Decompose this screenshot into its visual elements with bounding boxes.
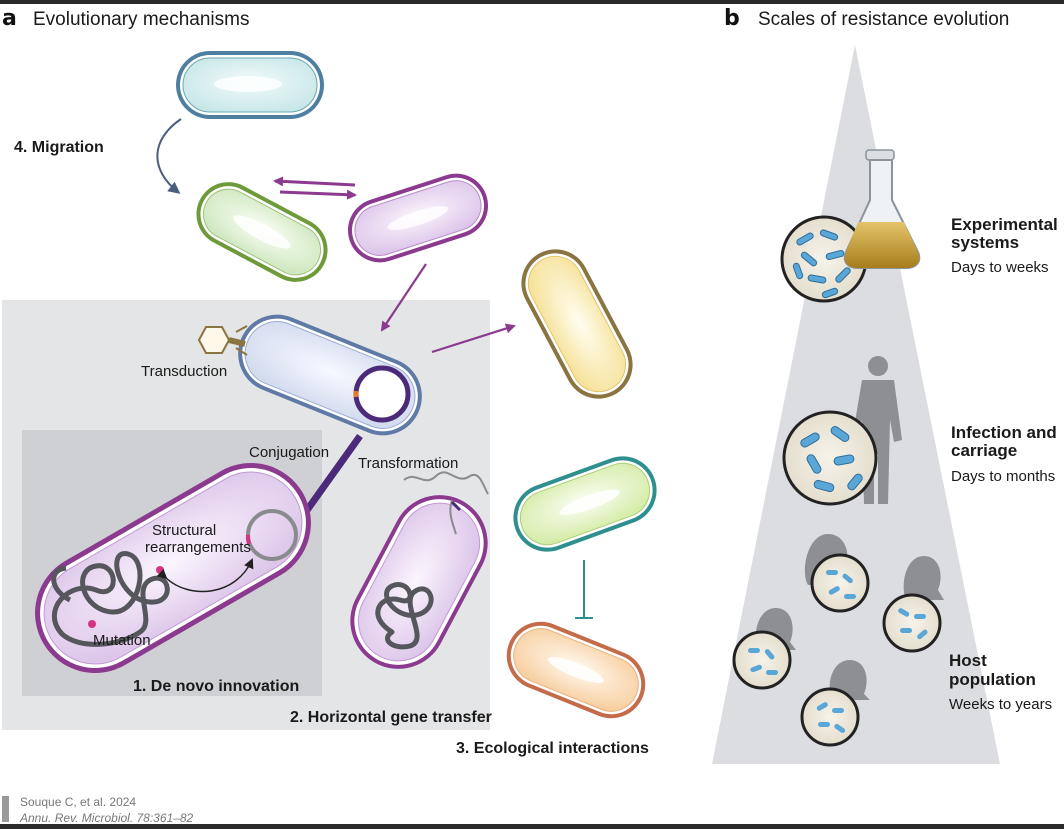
label-ecological: 3. Ecological interactions [456, 740, 649, 757]
conjugation-pilus [297, 433, 363, 523]
head-icon [903, 556, 944, 600]
scale-1-duration: Days to weeks [951, 259, 1049, 276]
label-de-novo: 1. De novo innovation [133, 678, 299, 695]
bottom-border [0, 824, 1064, 829]
bacterium-lime [513, 456, 657, 552]
population-dish [732, 630, 792, 690]
population-dishes [732, 553, 942, 747]
bacterium-teal [176, 51, 324, 119]
scale-1-heading-2: systems [951, 233, 1019, 252]
label-structural-2: rearrangements [145, 539, 251, 556]
label-transduction: Transduction [141, 363, 227, 380]
experimental-dish [780, 215, 868, 303]
panel-b-title: Scales of resistance evolution [758, 9, 1009, 30]
scale-3-heading-1: Host [949, 651, 987, 670]
bacterium-orange [506, 621, 646, 719]
migration-arrow [156, 118, 182, 194]
exchange-arrow-left [273, 176, 356, 187]
uptake-channel [450, 500, 462, 512]
panel-a-letter: a [2, 6, 17, 31]
population-dish [882, 593, 942, 653]
label-conjugation: Conjugation [249, 444, 329, 461]
panel-b-letter: b [724, 6, 740, 31]
label-transformation: Transformation [358, 455, 458, 472]
label-migration: 4. Migration [14, 139, 104, 156]
panel-a-title: Evolutionary mechanisms [33, 9, 249, 30]
scale-1-heading-1: Experimental [951, 215, 1058, 234]
label-hgt: 2. Horizontal gene transfer [290, 709, 492, 726]
label-structural-1: Structural [152, 522, 216, 539]
plasmid-recipient [353, 365, 411, 423]
scale-2-heading-1: Infection and [951, 423, 1057, 442]
arrow-to-community [431, 323, 516, 354]
label-mutation: Mutation [93, 632, 151, 649]
phage-icon [197, 325, 248, 356]
scale-2-heading-2: carriage [951, 441, 1017, 460]
rearrangement-arrow [156, 558, 254, 593]
chromosome-transformation [375, 582, 434, 650]
chromosome-donor [51, 551, 170, 647]
bacterium-purple-top [347, 173, 489, 263]
arrow-to-recipient [380, 263, 427, 332]
scale-2-duration: Days to months [951, 468, 1055, 485]
infection-dish [782, 410, 878, 506]
population-dish [810, 553, 870, 613]
population-dish [800, 687, 860, 747]
plasmid-donor-site [245, 534, 251, 545]
citation-bar [2, 796, 9, 822]
bacterium-yellow [521, 249, 633, 399]
rearrangement-site [156, 566, 164, 574]
bacterium-green [196, 182, 328, 282]
citation-line-2: Annu. Rev. Microbiol. 78:361–82 [19, 811, 194, 825]
flask-icon [843, 149, 921, 269]
citation-line-1: Souque C, et al. 2024 [20, 795, 136, 809]
top-border [0, 0, 1064, 4]
exchange-arrow-right [279, 189, 357, 200]
scale-3-duration: Weeks to years [949, 696, 1052, 713]
chromosome-loop [51, 565, 72, 603]
free-dna [403, 471, 489, 495]
mutation-site [88, 620, 96, 628]
scale-3-heading-2: population [949, 670, 1036, 689]
